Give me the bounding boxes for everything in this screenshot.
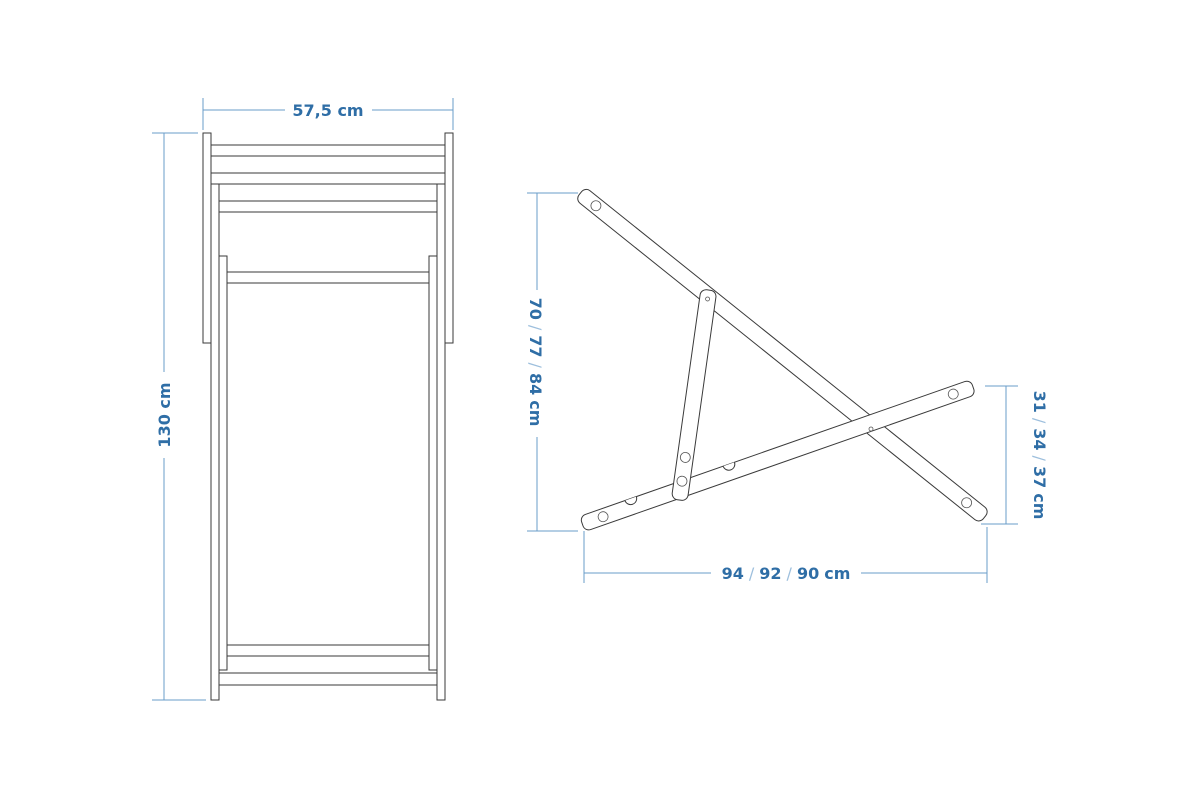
inner-slat-top [226,271,430,284]
overall-height-label: 70/77/84cm [526,298,545,427]
bottom-slat [218,672,438,686]
inner-right-post [428,255,438,671]
middle-left-post [210,183,220,701]
notch-2 [722,462,736,471]
outer-left-post [202,132,212,344]
back-leg-bar [577,188,988,522]
pivot-bolt [868,426,874,432]
middle-right-post [436,183,446,701]
inner-left-post [218,255,228,671]
top-slat-1 [210,144,446,157]
support-strut [671,289,717,501]
width-dimension: 57,5 cm [202,98,454,130]
seat-height-label: 31/34/37cm [1030,391,1049,520]
inner-slat-bottom [226,644,430,657]
height-label: 130 cm [155,382,174,447]
top-slat-2 [210,172,446,185]
overall-height-dimension: 70/77/84cm [526,192,578,532]
height-dimension: 130 cm [152,132,206,701]
notch-1 [624,496,638,506]
middle-slat [218,200,438,213]
seat-height-dimension: 31/34/37cm [981,385,1049,525]
front-view: 57,5 cm 130 cm [152,98,454,701]
width-label: 57,5 cm [292,101,363,120]
outer-right-post [444,132,454,344]
